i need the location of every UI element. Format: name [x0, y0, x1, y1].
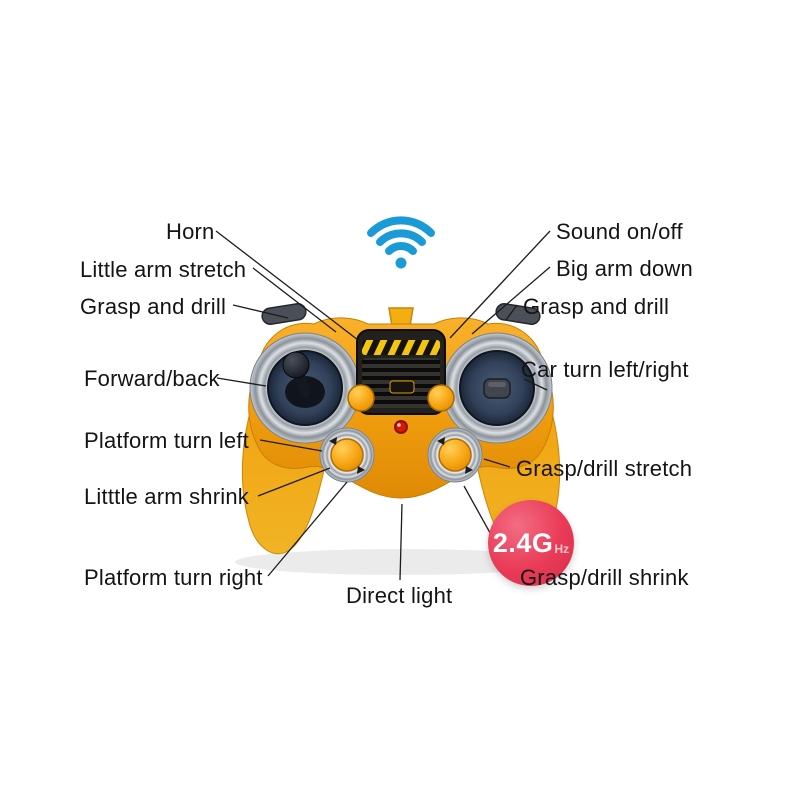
right-control-pad	[441, 332, 553, 444]
callout-line-big-arm-down	[471, 266, 551, 335]
label-sound-on-off: Sound on/off	[556, 219, 683, 244]
left-shoulder-button	[261, 303, 307, 325]
frequency-value: 2.4G	[492, 527, 554, 558]
label-car-turn-left-right: Car turn left/right	[521, 357, 689, 382]
callout-line-platform-turn-right	[267, 481, 348, 577]
callout-line-little-arm-shrink	[257, 467, 331, 497]
left-dial	[319, 427, 375, 483]
power-led	[394, 420, 408, 434]
label-grasp-drill-stretch: Grasp/drill stretch	[516, 456, 693, 481]
callout-line-little-arm-stretch	[252, 267, 337, 333]
label-big-arm-down: Big arm down	[556, 256, 693, 281]
wifi-icon	[367, 216, 435, 269]
callout-line-car-turn-left-right	[523, 378, 548, 391]
label-grasp-and-drill-right: Grasp and drill	[523, 294, 670, 319]
panel-screen	[389, 380, 415, 394]
label-direct-light: Direct light	[346, 583, 453, 608]
callout-line-horn	[215, 230, 359, 341]
center-panel	[356, 329, 446, 415]
label-grasp-drill-shrink: Grasp/drill shrink	[520, 565, 689, 590]
left-joystick	[249, 332, 361, 444]
callout-line-sound-on-off	[449, 230, 551, 339]
label-platform-turn-left: Platform turn left	[84, 428, 249, 453]
label-horn: Horn	[166, 219, 215, 244]
callout-line-direct-light	[399, 503, 403, 581]
panel-button-left	[347, 384, 375, 412]
hazard-stripe	[362, 340, 440, 355]
label-platform-turn-right: Platform turn right	[84, 565, 263, 590]
callout-line-platform-turn-left	[259, 439, 323, 452]
callout-line-grasp-and-drill-left	[232, 304, 289, 319]
panel-button-right	[427, 384, 455, 412]
callout-line-grasp-and-drill-right	[505, 304, 518, 321]
label-little-arm-stretch: Little arm stretch	[80, 257, 247, 282]
frequency-unit: Hz	[554, 542, 570, 556]
label-little-arm-shrink: Litttle arm shrink	[84, 484, 249, 509]
callout-line-grasp-drill-stretch	[483, 458, 511, 468]
right-dial	[427, 427, 483, 483]
callout-line-forward-back	[216, 377, 267, 387]
label-grasp-and-drill-left: Grasp and drill	[80, 294, 227, 319]
label-forward-back: Forward/back	[84, 366, 220, 391]
